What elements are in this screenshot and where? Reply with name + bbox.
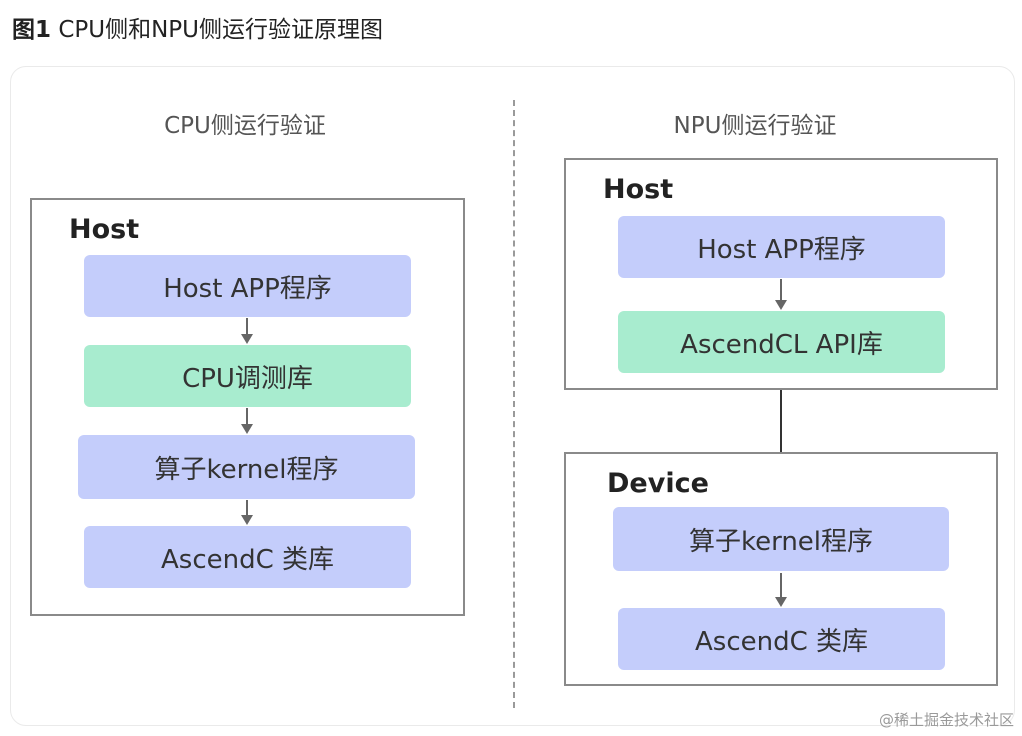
npu-ascendcl-api-box: AscendCL API库 xyxy=(618,311,945,373)
npu-kernel-box: 算子kernel程序 xyxy=(613,507,949,571)
host-device-connector xyxy=(780,390,782,454)
cpu-ascendc-lib-box: AscendC 类库 xyxy=(84,526,411,588)
cpu-host-label: Host xyxy=(69,214,140,245)
arrow-down-icon xyxy=(775,573,787,607)
watermark: @稀土掘金技术社区 xyxy=(878,711,1014,729)
npu-host-label: Host xyxy=(603,174,674,205)
figure-title: 图1 CPU侧和NPU侧运行验证原理图 xyxy=(12,10,383,44)
arrow-down-icon xyxy=(775,279,787,310)
arrow-down-icon xyxy=(241,500,253,525)
npu-side-title: NPU侧运行验证 xyxy=(673,113,837,139)
npu-ascendc-lib-box: AscendC 类库 xyxy=(618,608,945,670)
npu-host-app-box: Host APP程序 xyxy=(618,216,945,278)
cpu-host-app-box: Host APP程序 xyxy=(84,255,411,317)
arrow-down-icon xyxy=(241,408,253,434)
npu-device-label: Device xyxy=(607,468,709,499)
figure-caption: CPU侧和NPU侧运行验证原理图 xyxy=(58,17,384,43)
cpu-kernel-box: 算子kernel程序 xyxy=(78,435,415,499)
section-divider xyxy=(513,100,515,708)
cpu-side-title: CPU侧运行验证 xyxy=(164,113,326,139)
arrow-down-icon xyxy=(241,318,253,344)
figure-label: 图1 xyxy=(12,17,52,43)
cpu-debug-lib-box: CPU调测库 xyxy=(84,345,411,407)
